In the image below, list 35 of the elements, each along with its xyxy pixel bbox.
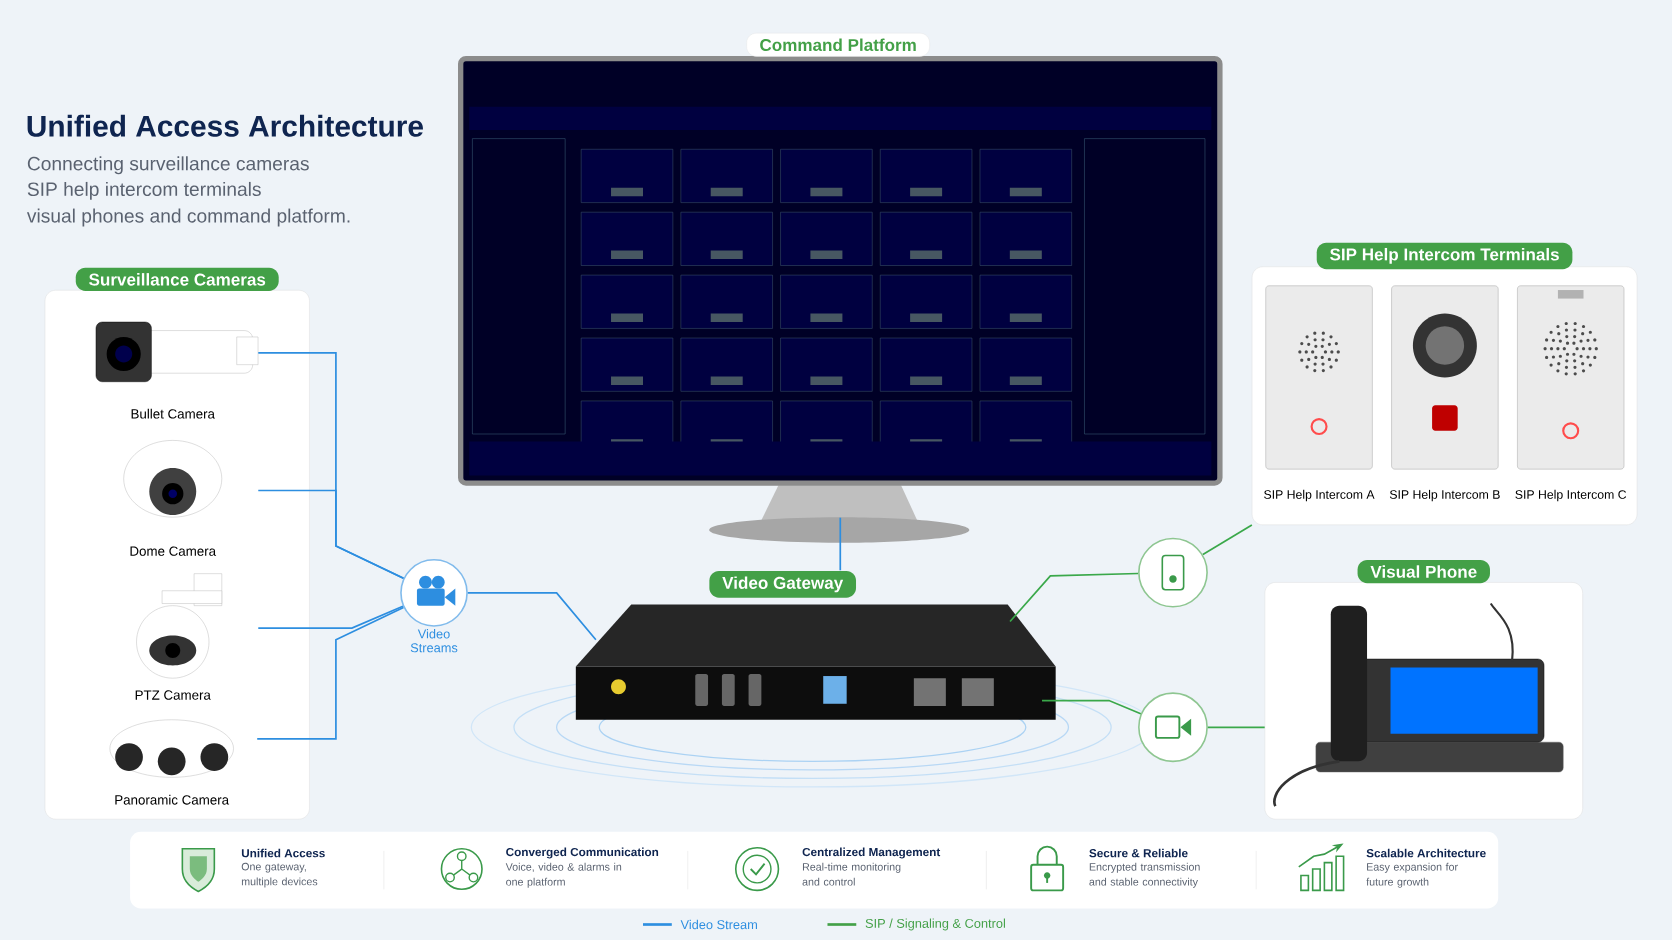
- connector-line: [256, 606, 405, 740]
- legend-text: Video Stream: [680, 919, 757, 929]
- subtitle-line: visual phones and command platform.: [26, 208, 350, 227]
- device-label: SIP Help Intercom B: [1389, 489, 1500, 502]
- device-label: Dome Camera: [130, 546, 217, 556]
- connector-line: [1207, 726, 1266, 729]
- feature-description: Encrypted transmission and stable connectivity: [1089, 862, 1200, 888]
- device-label: Panoramic Camera: [115, 794, 230, 805]
- monitor-heading: Command Platform: [746, 32, 930, 57]
- subtitle-line: SIP help intercom terminals: [27, 181, 261, 200]
- title: Unified Access Architecture: [27, 114, 423, 137]
- connector-line: [1009, 572, 1139, 623]
- device-label: Bullet Camera: [131, 408, 215, 419]
- feature-description: Voice, video & alarms in one platform: [505, 862, 622, 888]
- connector-line: [467, 591, 597, 641]
- gateway-heading: Video Gateway: [709, 570, 856, 598]
- feature-description: Easy expansion for future growth: [1366, 862, 1458, 888]
- panel-heading: SIP Help Intercom Terminals: [1316, 242, 1573, 269]
- connector-line: [257, 489, 405, 579]
- feature-title: Unified Access: [241, 848, 325, 858]
- feature-title: Centralized Management: [802, 847, 941, 859]
- feature-title: Converged Communication: [506, 847, 659, 859]
- device-label: PTZ Camera: [135, 690, 211, 700]
- feature-title: Secure & Reliable: [1089, 848, 1188, 858]
- feature-description: Real-time monitoring and control: [802, 862, 901, 886]
- feature-description: One gateway, multiple devices: [241, 862, 318, 888]
- connector-line: [1202, 523, 1253, 556]
- connector-line: [1041, 699, 1142, 715]
- connector-line: [839, 516, 842, 571]
- connector-line: [257, 605, 404, 629]
- legend-text: SIP / Signaling & Control: [865, 918, 1005, 931]
- feature-title: Scalable Architecture: [1366, 848, 1486, 858]
- device-label: SIP Help Intercom A: [1264, 489, 1375, 502]
- subtitle-line: Connecting surveillance cameras: [27, 156, 309, 174]
- device-label: SIP Help Intercom C: [1515, 489, 1627, 502]
